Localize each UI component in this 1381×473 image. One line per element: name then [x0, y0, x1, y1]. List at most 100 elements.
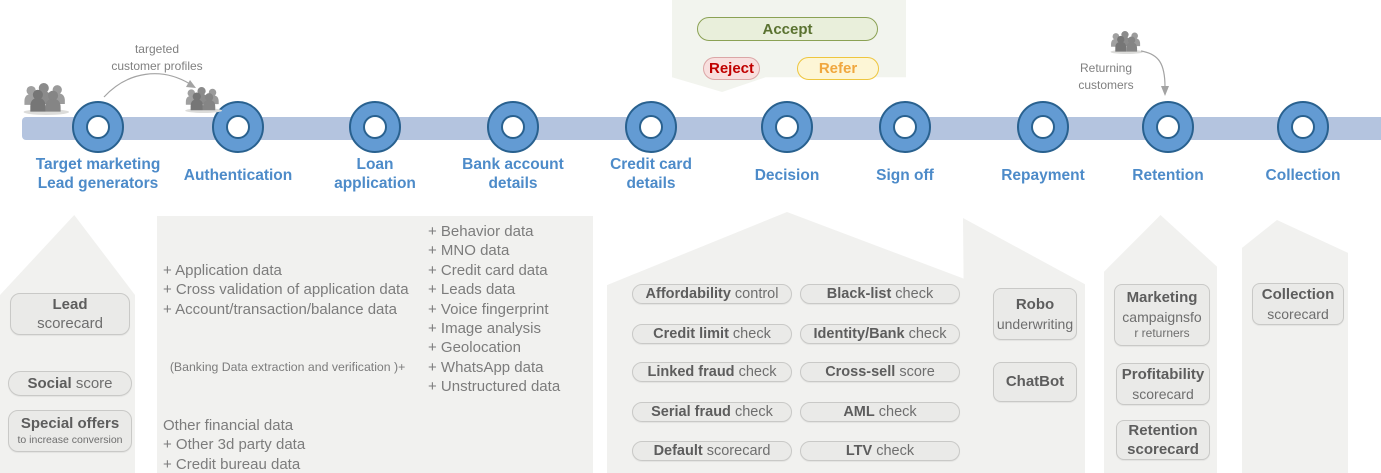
serial-fraud-check-chip[interactable]: Serial fraud check [632, 402, 792, 422]
node-hole [1156, 115, 1180, 139]
stage-label-sign-off: Sign off [876, 167, 934, 184]
retention-scorecard-chip[interactable]: Retention scorecard [1116, 420, 1210, 460]
stage-node-loan-application [349, 101, 401, 153]
stage-label-collection: Collection [1265, 167, 1341, 184]
chip-label-bold: Lead [52, 295, 88, 313]
returning-customers-arrow [1140, 50, 1166, 88]
robo-underwriting-chip[interactable]: Robo underwriting [993, 288, 1077, 340]
lead-scorecard-chip[interactable]: Lead scorecard [10, 293, 130, 335]
chip-sublabel: r returners [1134, 326, 1190, 341]
stage-node-credit-card [625, 101, 677, 153]
auth-data-list-column-2: + Behavior data + MNO data + Credit card… [428, 223, 561, 396]
stage-label-decision: Decision [754, 167, 820, 184]
linked-fraud-check-chip[interactable]: Linked fraud check [632, 362, 792, 382]
auth-data-list-column-1: + Application data + Cross validation of… [163, 222, 433, 473]
chip-label: check [730, 404, 773, 420]
chip-label: scorecard [1132, 385, 1194, 402]
stage-node-collection [1277, 101, 1329, 153]
chip-label: score [71, 374, 113, 392]
chip-label: control [730, 286, 779, 302]
chip-label: scorecard [1267, 305, 1329, 322]
ltv-check-chip[interactable]: LTV check [800, 441, 960, 461]
stage-node-repayment [1017, 101, 1069, 153]
people-group-icon [1110, 31, 1144, 54]
stage-label-target-marketing: Target marketing Lead generators [35, 156, 161, 192]
chip-label-bold: AML [843, 404, 875, 420]
node-hole [501, 115, 525, 139]
chip-label-bold: Marketing [1126, 289, 1198, 307]
chip-label-bold: Cross-sell [825, 364, 896, 380]
node-hole [363, 115, 387, 139]
identity-bank-check-chip[interactable]: Identity/Bank check [800, 324, 960, 344]
black-list-check-chip[interactable]: Black-list check [800, 284, 960, 304]
chip-sublabel: to increase conversion [17, 433, 123, 446]
marketing-campaigns-chip[interactable]: Marketing campaignsfo r returners [1114, 284, 1210, 346]
profitability-scorecard-chip[interactable]: Profitability scorecard [1116, 363, 1210, 405]
stage-label-credit-card: Credit card details [610, 156, 692, 192]
collection-scorecard-chip[interactable]: Collection scorecard [1252, 283, 1344, 325]
chip-label: scorecard [37, 315, 103, 332]
chip-label: scorecard [702, 443, 771, 459]
chip-label-bold: Affordability [645, 286, 731, 302]
node-hole [775, 115, 799, 139]
stage-node-bank-account [487, 101, 539, 153]
affordability-control-chip[interactable]: Affordability control [632, 284, 792, 304]
people-group-icon [23, 83, 70, 115]
credit-limit-check-chip[interactable]: Credit limit check [632, 324, 792, 344]
stage-label-retention: Retention [1132, 167, 1204, 184]
special-offers-chip[interactable]: Special offers to increase conversion [8, 410, 132, 452]
stage-node-authentication [212, 101, 264, 153]
chip-label-bold: scorecard [1127, 441, 1199, 458]
cross-sell-score-chip[interactable]: Cross-sell score [800, 362, 960, 382]
auth-data-lines: + Application data + Cross validation of… [163, 261, 409, 318]
stage-label-loan-application: Loan application [334, 156, 416, 192]
chip-label-bold: Default [653, 443, 703, 459]
stage-label-repayment: Repayment [1001, 167, 1085, 184]
chip-label-bold: LTV [845, 443, 873, 459]
chip-label-bold: Special offers [20, 415, 120, 433]
chip-label-bold: Identity/Bank [813, 326, 905, 342]
targeted-profiles-annotation: targeted customer profiles [111, 42, 203, 73]
reject-button[interactable]: Reject [703, 57, 760, 80]
chip-label: check [872, 443, 915, 459]
chip-label: check [734, 364, 777, 380]
stage-node-retention [1142, 101, 1194, 153]
stage-label-authentication: Authentication [183, 167, 293, 184]
stage-node-decision [761, 101, 813, 153]
auth-data-lines: Other financial data + Other 3d party da… [163, 417, 306, 473]
stage-node-sign-off [879, 101, 931, 153]
panel-repayment [963, 218, 1085, 473]
chip-label: check [904, 326, 947, 342]
stage-node-target-marketing [72, 101, 124, 153]
chip-label: underwriting [996, 315, 1074, 332]
accept-button[interactable]: Accept [697, 17, 878, 41]
chip-label-bold: Linked fraud [647, 364, 735, 380]
chatbot-chip[interactable]: ChatBot [993, 362, 1077, 402]
stage-label-bank-account: Bank account details [462, 156, 564, 192]
aml-check-chip[interactable]: AML check [800, 402, 960, 422]
chip-label-bold: Robo [1015, 296, 1055, 314]
node-hole [893, 115, 917, 139]
default-scorecard-chip[interactable]: Default scorecard [632, 441, 792, 461]
refer-button[interactable]: Refer [797, 57, 879, 80]
chip-label-bold: Credit limit [653, 326, 729, 342]
panel-authentication-data [157, 216, 593, 473]
node-hole [639, 115, 663, 139]
chip-label-bold: Profitability [1121, 366, 1205, 384]
returning-customers-arrowhead [1161, 86, 1169, 96]
targeted-profiles-arrow [103, 73, 191, 98]
chip-label: campaignsfo [1122, 308, 1202, 325]
chip-label-bold: Retention [1128, 421, 1198, 439]
chip-label: check [891, 286, 934, 302]
chip-label-bold: Collection [1261, 286, 1335, 304]
chip-label-bold: ChatBot [1005, 373, 1065, 391]
chip-label-bold: Serial fraud [651, 404, 731, 420]
social-score-chip[interactable]: Social score [8, 371, 132, 396]
chip-label-bold: Black-list [826, 286, 892, 302]
node-hole [226, 115, 250, 139]
returning-customers-annotation: Returning customers [1078, 61, 1134, 92]
chip-label: score [895, 364, 935, 380]
chip-label-bold: Social [27, 374, 72, 392]
panel-collection [1242, 220, 1348, 473]
